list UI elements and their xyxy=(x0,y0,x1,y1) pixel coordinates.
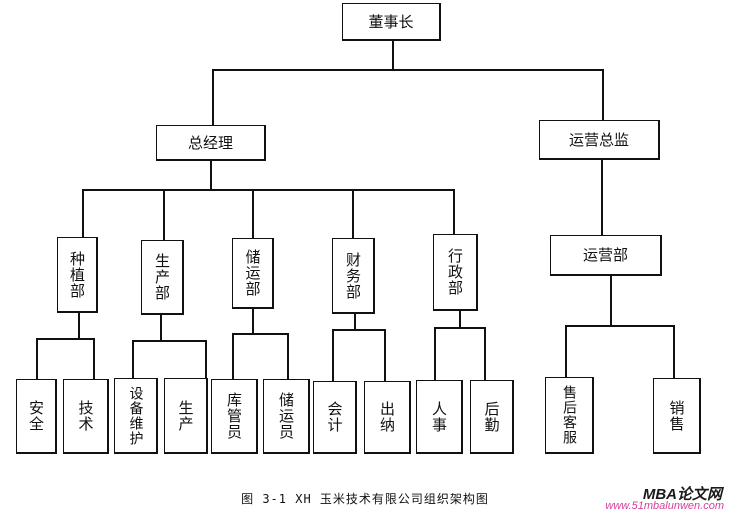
after-sales-node: 售后客服 xyxy=(545,377,594,454)
connector xyxy=(82,189,84,238)
connector xyxy=(36,338,38,380)
connector xyxy=(352,189,354,239)
connector xyxy=(384,329,386,382)
connector xyxy=(78,312,80,339)
connector xyxy=(602,69,604,121)
connector xyxy=(212,69,214,126)
sales-node: 销售 xyxy=(653,378,701,454)
figure-caption: 图 3-1 XH 玉米技术有限公司组织架构图 xyxy=(241,492,489,506)
watermark-url: www.51mbalunwen.com xyxy=(605,500,724,512)
planting-dept-node: 种植部 xyxy=(57,237,98,313)
connector xyxy=(132,340,134,379)
ops-director-node: 运营总监 xyxy=(539,120,660,160)
connector xyxy=(36,338,94,340)
connector xyxy=(93,338,95,380)
maintenance-node: 设备维护 xyxy=(114,378,158,454)
connector xyxy=(232,333,234,380)
accounting-node: 会计 xyxy=(313,381,357,454)
warehouse-manager-node: 库管员 xyxy=(211,379,258,454)
operations-dept-node: 运营部 xyxy=(550,235,662,276)
connector xyxy=(332,329,385,331)
connector xyxy=(132,340,206,342)
storage-staff-node: 储运员 xyxy=(263,379,310,454)
connector xyxy=(160,314,162,341)
connector xyxy=(484,327,486,381)
connector xyxy=(252,308,254,334)
connector xyxy=(673,325,675,379)
connector xyxy=(565,325,674,327)
tech-node: 技术 xyxy=(63,379,109,454)
gm-node: 总经理 xyxy=(156,125,266,161)
storage-dept-node: 储运部 xyxy=(232,238,274,309)
connector xyxy=(392,40,394,70)
connector xyxy=(610,275,612,326)
connector xyxy=(82,189,454,191)
cashier-node: 出纳 xyxy=(364,381,411,454)
connector xyxy=(252,189,254,239)
logistics-node: 后勤 xyxy=(470,380,514,454)
connector xyxy=(232,333,288,335)
connector xyxy=(210,160,212,190)
connector xyxy=(601,159,603,236)
hr-node: 人事 xyxy=(416,380,463,454)
connector xyxy=(354,314,356,330)
watermark-brand: MBA论文网 xyxy=(642,486,722,503)
produce-node: 生产 xyxy=(164,378,208,454)
connector xyxy=(205,340,207,379)
production-dept-node: 生产部 xyxy=(141,240,184,315)
connector xyxy=(163,189,165,241)
connector xyxy=(287,333,289,380)
board-node: 董事长 xyxy=(342,3,441,41)
connector xyxy=(459,310,461,328)
safety-node: 安全 xyxy=(16,379,57,454)
admin-dept-node: 行政部 xyxy=(433,234,478,311)
connector xyxy=(453,189,455,235)
connector xyxy=(212,69,603,71)
finance-dept-node: 财务部 xyxy=(332,238,375,314)
connector xyxy=(332,329,334,382)
connector xyxy=(565,325,567,378)
connector xyxy=(434,327,485,329)
connector xyxy=(434,327,436,381)
